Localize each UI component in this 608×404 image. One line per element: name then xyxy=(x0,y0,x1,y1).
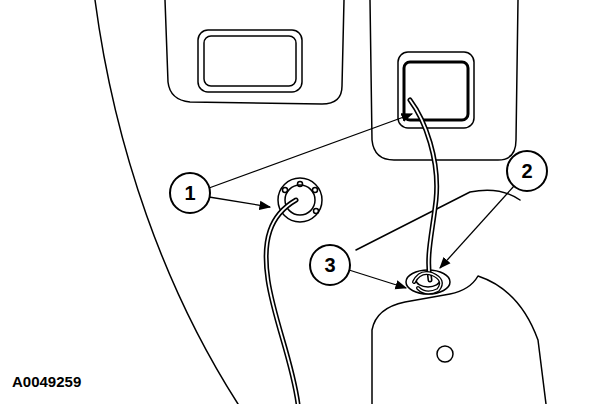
callout-circle xyxy=(310,245,350,285)
grommet-hole xyxy=(298,182,303,187)
panel-opening xyxy=(204,36,296,86)
grommet xyxy=(406,270,450,294)
panel-opening xyxy=(398,52,474,128)
callout-circle xyxy=(507,151,547,191)
leader-line xyxy=(440,186,514,268)
wire xyxy=(266,200,298,404)
callout-number: 1 xyxy=(184,183,195,203)
leader-line xyxy=(209,114,412,188)
panel xyxy=(165,0,344,104)
grommet xyxy=(278,178,322,222)
wire xyxy=(410,100,437,280)
panel xyxy=(370,0,518,160)
wire-knot xyxy=(414,273,441,293)
callout-circle xyxy=(170,173,210,213)
leader-line xyxy=(209,197,270,207)
wire-knot xyxy=(414,273,441,293)
panel-opening xyxy=(404,62,468,120)
grommet-hole xyxy=(314,209,319,214)
grommet xyxy=(285,185,315,215)
callout-number: 2 xyxy=(521,161,532,181)
component-outline xyxy=(372,276,546,404)
grommet-hole xyxy=(283,188,288,193)
component-hole xyxy=(437,346,453,362)
leader-line xyxy=(349,270,406,288)
figure-code: A0049259 xyxy=(12,374,81,389)
wire xyxy=(410,100,437,280)
wire xyxy=(266,200,298,404)
grommet-hole xyxy=(313,188,318,193)
callout-number: 3 xyxy=(324,255,335,275)
panel-opening xyxy=(198,30,302,92)
